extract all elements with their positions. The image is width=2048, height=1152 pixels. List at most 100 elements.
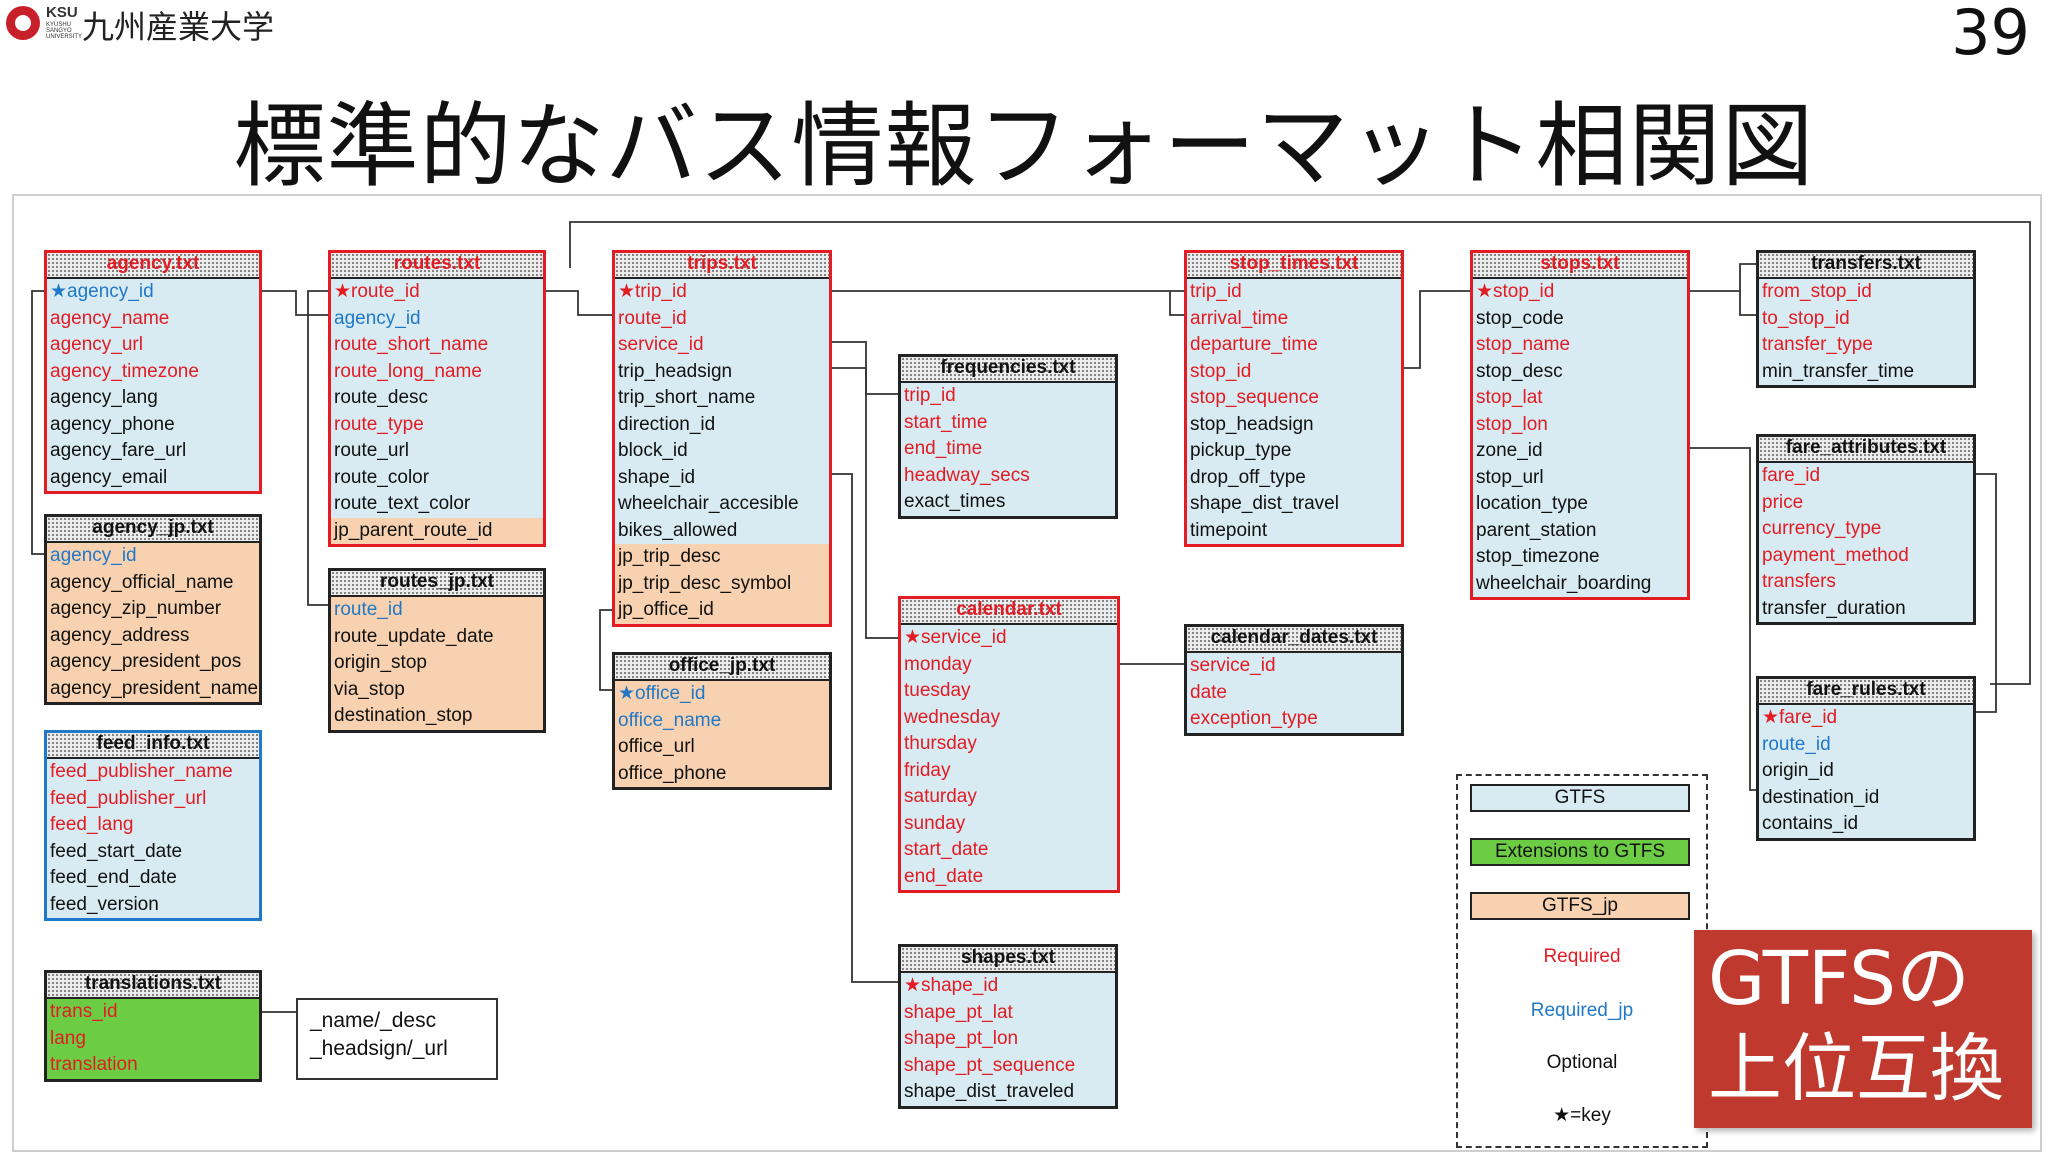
table-field: ★shape_id [901,973,1115,1000]
table-field: trip_short_name [615,385,829,412]
table-field: office_phone [615,760,829,787]
table-field: feed_lang [47,812,259,839]
badge-line-1: GTFSの [1708,936,1971,1022]
translations-note-line-2: _headsign/_url [310,1037,448,1060]
table-field: jp_trip_desc [615,544,829,571]
table-header: routes.txt [331,253,543,279]
table-field: agency_name [47,305,259,332]
table-field: trip_id [1187,279,1401,306]
table-field: ★fare_id [1759,705,1973,732]
table-field: route_id [331,597,543,624]
table-header: transfers.txt [1759,253,1973,279]
table-field: agency_phone [47,411,259,438]
legend-extension: Extensions to GTFS [1470,838,1690,866]
table-header: calendar.txt [901,599,1117,625]
table-field: start_date [901,837,1117,864]
table-field: agency_email [47,464,259,491]
table-field: ★route_id [331,279,543,306]
table-field: service_id [1187,653,1401,680]
table-field: route_short_name [331,332,543,359]
connector-stop-times-stops [1404,290,1470,369]
table-field: route_text_color [331,491,543,518]
table-field: shape_id [615,464,829,491]
table-field: stop_lon [1473,411,1687,438]
table-field: sunday [901,810,1117,837]
legend-required-jp: Required_jp [1530,1000,1634,1021]
table-field: monday [901,651,1117,678]
table-field: from_stop_id [1759,279,1973,306]
table-field: destination_stop [331,703,543,730]
table-header: frequencies.txt [901,357,1115,383]
table-field: arrival_time [1187,305,1401,332]
logo-ksu: KSU [46,4,78,21]
table-field: route_color [331,464,543,491]
connector-agency-routes [262,290,328,316]
table-field: trans_id [47,999,259,1026]
legend-optional: Optional [1546,1052,1618,1073]
badge-line-2: 上位互換 [1708,1026,2004,1112]
connector-trips-office-jp [599,609,612,691]
legend-key: ★=key [1553,1105,1611,1126]
table-field: agency_url [47,332,259,359]
table-field: service_id [615,332,829,359]
table-field: ★office_id [615,681,829,708]
table-field: feed_start_date [47,838,259,865]
table-field: wheelchair_boarding [1473,570,1687,597]
table-field: currency_type [1759,516,1973,543]
table-field: end_date [901,863,1117,890]
table-field: stop_sequence [1187,385,1401,412]
table-field: office_name [615,707,829,734]
table-field: route_id [1759,731,1973,758]
table-field: stop_url [1473,464,1687,491]
table-field: stop_id [1187,358,1401,385]
table-header: routes_jp.txt [331,571,543,597]
table-header: office_jp.txt [615,655,829,681]
table-header: fare_rules.txt [1759,679,1973,705]
table-field: exact_times [901,489,1115,516]
table-field: to_stop_id [1759,305,1973,332]
table-field: start_time [901,409,1115,436]
table-field: transfers [1759,569,1973,596]
table-field: agency_zip_number [47,596,259,623]
table-field: ★trip_id [615,279,829,306]
table-field: headway_secs [901,462,1115,489]
table-field: thursday [901,731,1117,758]
table-header: calendar_dates.txt [1187,627,1401,653]
table-field: drop_off_type [1187,464,1401,491]
table-field: pickup_type [1187,438,1401,465]
table-field: shape_pt_lon [901,1026,1115,1053]
university-logo-icon [6,6,40,40]
table-field: min_transfer_time [1759,358,1973,385]
connector-routes-trips [546,290,612,316]
table-field: route_long_name [331,358,543,385]
table-field: agency_id [331,305,543,332]
connector-stops-transfers [1690,263,1756,292]
table-field: shape_dist_travel [1187,491,1401,518]
table-field: agency_president_name [47,675,259,702]
legend-gtfs: GTFS [1470,784,1690,812]
table-header: fare_attributes.txt [1759,437,1973,463]
table-field: ★service_id [901,625,1117,652]
table-field: agency_lang [47,385,259,412]
table-field: saturday [901,784,1117,811]
table-header: agency_jp.txt [47,517,259,543]
table-field: wednesday [901,704,1117,731]
table-field: agency_official_name [47,569,259,596]
table-field: friday [901,757,1117,784]
connector-trips-calendar [832,367,898,639]
table-field: stop_lat [1473,385,1687,412]
table-field: agency_timezone [47,358,259,385]
table-field: origin_stop [331,650,543,677]
table-field: jp_parent_route_id [331,517,543,544]
table-field: route_url [331,438,543,465]
